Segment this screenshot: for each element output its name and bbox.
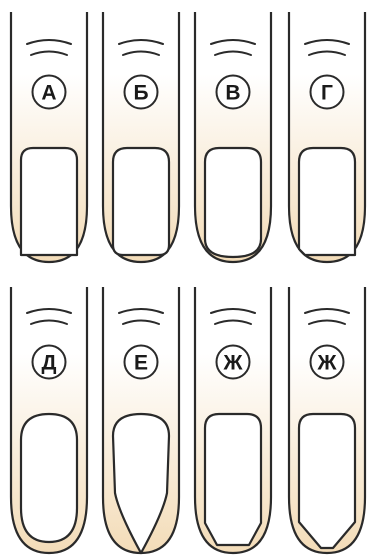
shape-label: А (41, 82, 56, 105)
nail-edge (205, 414, 261, 545)
nail-square (21, 148, 77, 255)
finger-3: В (195, 12, 271, 262)
shape-label: Ж (317, 352, 338, 375)
finger-1: А (11, 12, 87, 262)
shape-label: Г (321, 82, 333, 105)
nail-squoval (113, 148, 169, 255)
shape-label: Б (133, 82, 148, 105)
finger-4: Г (289, 12, 365, 262)
finger-8: Ж (289, 287, 365, 553)
shape-label: Д (42, 352, 57, 375)
nail-oval (21, 414, 77, 542)
finger-7: Ж (195, 287, 271, 553)
shape-label: Ж (223, 352, 244, 375)
finger-5: Д (11, 287, 87, 553)
shape-label: Е (134, 352, 148, 375)
nail-edge-pointed (299, 414, 355, 548)
finger-6: Е (103, 287, 179, 553)
nail-round (205, 148, 261, 257)
finger-2: Б (103, 12, 179, 262)
shape-label: В (225, 82, 240, 105)
nail-square-slanted (299, 148, 355, 255)
